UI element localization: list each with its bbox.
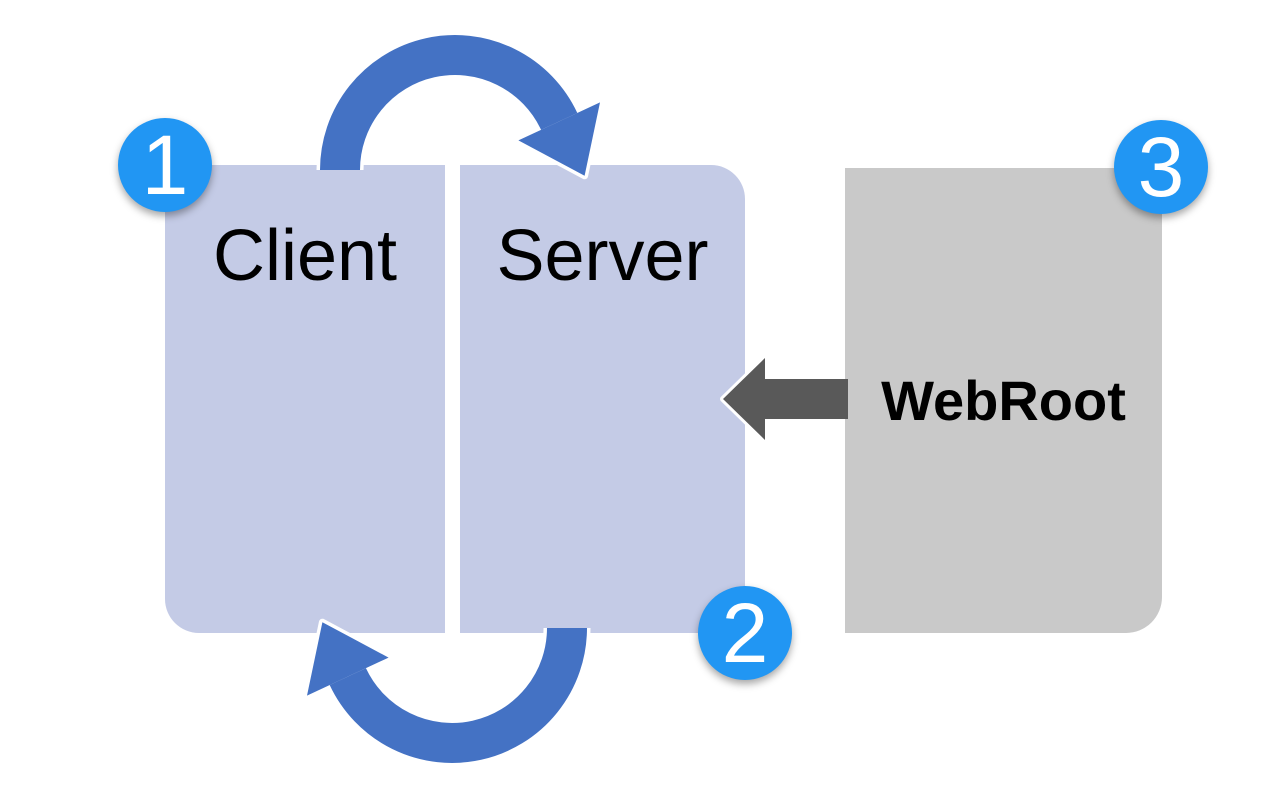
server-to-client-arc-arrow-icon [303, 618, 591, 767]
client-to-server-arc-arrow-icon [316, 31, 604, 180]
step-badge-2-number: 2 [721, 586, 769, 680]
step-badge-2: 2 [698, 586, 792, 680]
webroot-node: WebRoot [845, 168, 1162, 633]
server-node: Server [460, 165, 745, 633]
step-badge-1-number: 1 [141, 118, 189, 212]
step-badge-3-number: 3 [1137, 120, 1185, 214]
step-badge-1: 1 [118, 118, 212, 212]
client-label: Client [212, 216, 398, 296]
webroot-label: WebRoot [881, 368, 1126, 432]
client-node: Client [165, 165, 445, 633]
webroot-to-server-arrow-icon [720, 355, 848, 443]
step-badge-3: 3 [1114, 120, 1208, 214]
server-label: Server [496, 216, 709, 296]
